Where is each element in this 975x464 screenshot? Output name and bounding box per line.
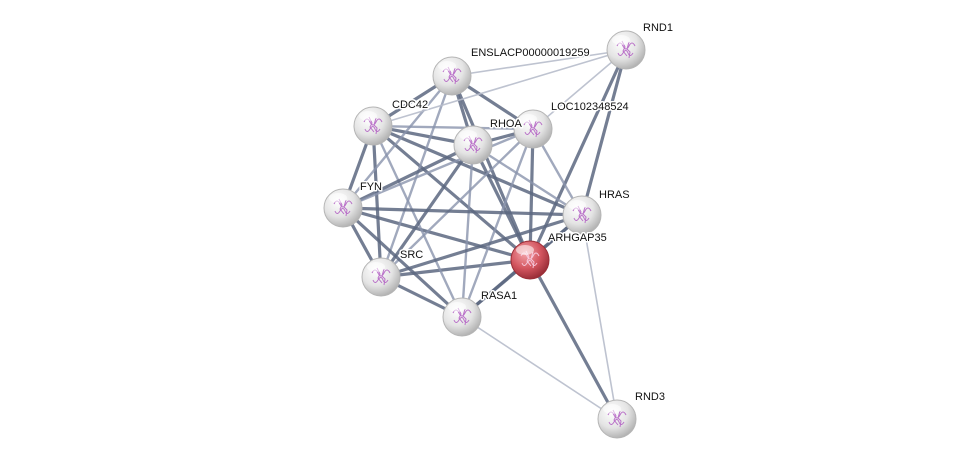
node-shine xyxy=(516,245,534,255)
edge-rhoa-hras xyxy=(471,143,584,217)
node-rnd3[interactable] xyxy=(597,399,637,439)
node-hras[interactable] xyxy=(562,195,602,235)
protein-structure-icon xyxy=(371,267,391,286)
edge-loc102348524-rasa1 xyxy=(460,127,535,319)
node-label-fyn: FYN xyxy=(360,181,382,193)
node-label-enslacp00000019259: ENSLACP00000019259 xyxy=(471,47,590,59)
node-cdc42[interactable] xyxy=(353,106,393,146)
edge-arhgap35-src xyxy=(379,258,532,279)
node-shine xyxy=(459,130,477,140)
node-src[interactable] xyxy=(361,257,401,297)
protein-structure-icon xyxy=(616,40,636,59)
node-label-src: SRC xyxy=(400,249,423,261)
protein-structure-icon xyxy=(607,409,627,428)
edge-enslacp00000019259-fyn xyxy=(341,74,454,210)
node-label-rhoa: RHOA xyxy=(490,118,522,130)
node-shine xyxy=(603,404,621,414)
node-shine xyxy=(438,61,456,71)
edge-arhgap35-rnd3 xyxy=(528,258,619,421)
node-arhgap35[interactable] xyxy=(510,240,550,280)
protein-structure-icon xyxy=(523,119,543,138)
edge-hras-rnd1 xyxy=(580,48,628,217)
protein-structure-icon xyxy=(520,250,540,269)
edge-cdc42-src xyxy=(371,124,383,279)
node-shine xyxy=(519,114,537,124)
node-label-hras: HRAS xyxy=(599,189,630,201)
node-shine xyxy=(329,193,347,203)
node-rasa1[interactable] xyxy=(442,297,482,337)
edge-rasa1-rnd3 xyxy=(461,316,618,420)
edge-arhgap35-fyn xyxy=(341,206,532,262)
edge-loc102348524-rnd1 xyxy=(532,49,627,130)
node-label-cdc42: CDC42 xyxy=(392,99,428,111)
node-label-rnd3: RND3 xyxy=(635,391,665,403)
node-shine xyxy=(612,35,630,45)
protein-structure-icon xyxy=(572,205,592,224)
edge-rhoa-fyn xyxy=(341,143,475,210)
node-shine xyxy=(448,302,466,312)
node-shine xyxy=(367,262,385,272)
node-label-arhgap35: ARHGAP35 xyxy=(548,232,607,244)
edge-cdc42-rasa1 xyxy=(371,124,464,319)
node-rnd1[interactable] xyxy=(606,30,646,70)
node-rhoa[interactable] xyxy=(453,125,493,165)
node-shine xyxy=(568,200,586,210)
edge-cdc42-loc102348524 xyxy=(371,124,535,131)
node-label-rasa1: RASA1 xyxy=(481,290,517,302)
node-shine xyxy=(359,111,377,121)
edge-src-hras xyxy=(379,213,584,279)
edge-loc102348524-src xyxy=(379,127,535,279)
edge-hras-rnd3 xyxy=(581,214,618,420)
protein-structure-icon xyxy=(363,116,383,135)
edge-cdc42-rnd1 xyxy=(372,49,627,127)
protein-structure-icon xyxy=(463,135,483,154)
node-label-loc102348524: LOC102348524 xyxy=(551,101,629,113)
edge-loc102348524-fyn xyxy=(341,127,535,210)
edge-rhoa-rasa1 xyxy=(460,143,475,319)
edge-arhgap35-enslacp00000019259 xyxy=(450,74,532,262)
edge-fyn-hras xyxy=(341,206,584,217)
protein-structure-icon xyxy=(442,66,462,85)
edge-enslacp00000019259-rnd1 xyxy=(451,49,627,77)
edge-cdc42-hras xyxy=(371,124,584,217)
protein-structure-icon xyxy=(452,307,472,326)
node-label-rnd1: RND1 xyxy=(643,22,673,34)
protein-structure-icon xyxy=(333,198,353,217)
node-loc102348524[interactable] xyxy=(513,109,553,149)
node-fyn[interactable] xyxy=(323,188,363,228)
edge-fyn-rasa1 xyxy=(341,206,464,319)
node-enslacp00000019259[interactable] xyxy=(432,56,472,96)
